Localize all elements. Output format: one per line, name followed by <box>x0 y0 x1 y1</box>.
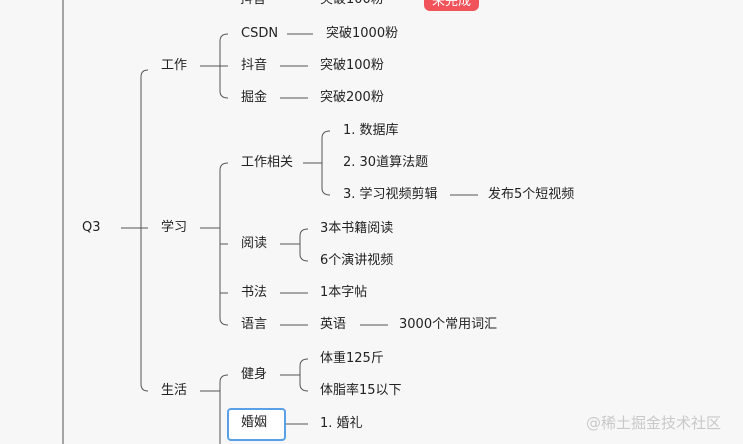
node-english[interactable]: 英语 <box>320 317 347 332</box>
node-weight[interactable]: 体重125斤 <box>320 351 384 366</box>
node-douyin[interactable]: 抖音 <box>241 58 268 73</box>
node-database[interactable]: 1. 数据库 <box>343 123 399 138</box>
node-video-edit[interactable]: 3. 学习视频剪辑 <box>343 187 438 202</box>
node-talks[interactable]: 6个演讲视频 <box>320 253 394 268</box>
fork-fitness <box>299 358 309 392</box>
status-badge: 未完成 <box>424 0 480 11</box>
node-wedding[interactable]: 1. 婚礼 <box>320 416 363 431</box>
node-bodyfat[interactable]: 体脂率15以下 <box>320 383 402 398</box>
fork-life <box>219 374 229 444</box>
node-top-value[interactable]: 突破100粉 <box>320 0 384 9</box>
node-juejin-goal[interactable]: 突破200粉 <box>320 90 384 105</box>
node-csdn-goal[interactable]: 突破1000粉 <box>326 26 399 41</box>
fork-workrel <box>321 130 331 196</box>
node-video-goal[interactable]: 发布5个短视频 <box>488 187 575 202</box>
node-work[interactable]: 工作 <box>161 58 188 73</box>
node-fitness[interactable]: 健身 <box>241 367 268 382</box>
trunk-q3 <box>140 69 149 392</box>
node-calligraphy[interactable]: 书法 <box>241 285 268 300</box>
node-study[interactable]: 学习 <box>161 220 188 235</box>
node-marriage: 婚姻 <box>241 415 268 430</box>
node-language[interactable]: 语言 <box>241 317 268 332</box>
node-reading[interactable]: 阅读 <box>241 236 268 251</box>
node-life[interactable]: 生活 <box>161 383 188 398</box>
node-douyin-goal[interactable]: 突破100粉 <box>320 58 384 73</box>
selected-node-marriage[interactable]: 婚姻 <box>227 408 286 441</box>
node-csdn[interactable]: CSDN <box>241 26 279 41</box>
node-work-related[interactable]: 工作相关 <box>241 155 294 170</box>
node-books[interactable]: 3本书籍阅读 <box>320 221 394 236</box>
node-juejin[interactable]: 掘金 <box>241 90 268 105</box>
node-vocab[interactable]: 3000个常用词汇 <box>399 317 498 332</box>
fork-reading <box>299 228 309 262</box>
node-algorithms[interactable]: 2. 30道算法题 <box>343 155 429 170</box>
node-copybook[interactable]: 1本字帖 <box>320 285 368 300</box>
watermark: @稀土掘金技术社区 <box>586 414 722 432</box>
node-top-label[interactable]: 抖音 <box>240 0 266 9</box>
node-q3[interactable]: Q3 <box>82 220 101 235</box>
